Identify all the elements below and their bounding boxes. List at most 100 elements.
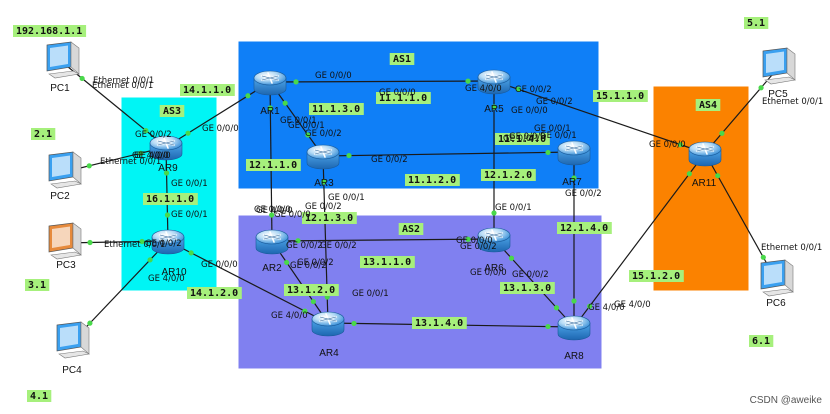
network-label-bg [302, 212, 357, 224]
port-indicator [758, 85, 764, 91]
router-label-ar9: AR9 [158, 163, 178, 174]
router-ar2[interactable] [255, 229, 289, 255]
network-label-bg [180, 84, 235, 96]
pc-pc6[interactable] [760, 259, 794, 297]
router-arrows-icon [314, 146, 332, 158]
keyboard-icon [48, 70, 80, 79]
link-pc1-ar9 [61, 61, 167, 148]
interface-label: GE 0/0/2 [145, 239, 182, 249]
area-label-as1: AS1 [393, 54, 411, 65]
router-ar8[interactable] [557, 315, 591, 341]
pc-pc4[interactable] [56, 321, 90, 359]
network-label-bg [143, 193, 198, 205]
network-label-bg [13, 25, 87, 37]
router-ar5[interactable] [477, 69, 511, 95]
interface-label: GE 0/0/0 [202, 124, 239, 134]
pc-pc5[interactable] [762, 47, 796, 85]
network-label-bg [749, 335, 774, 347]
link-ar2-ar4 [271, 240, 329, 324]
router-label-ar11: AR11 [692, 178, 717, 189]
interface-label: GE 0/0/1 [352, 289, 389, 299]
interface-label: GE 0/0/0 [379, 88, 416, 98]
tower-icon [70, 41, 80, 75]
router-ar11[interactable] [688, 141, 722, 167]
router-ar3[interactable] [306, 144, 340, 170]
link-pc3-ar10 [63, 240, 169, 244]
network-label: 16.1.1.0 [146, 194, 194, 205]
port-indicator [147, 257, 153, 263]
interface-label: GE 0/0/2 [515, 85, 552, 95]
pc-pc1[interactable] [46, 41, 80, 79]
router-arrows-icon [319, 313, 337, 325]
network-label-bg [31, 128, 56, 140]
interface-label: GE 0/0/2 [135, 130, 172, 140]
router-ar4[interactable] [311, 311, 345, 337]
network-label-bg [629, 270, 684, 282]
network-label: 12.1.1.0 [249, 160, 297, 171]
router-arrows-icon [263, 231, 281, 243]
port-indicator [79, 75, 85, 82]
port-indicator [185, 130, 191, 136]
network-label: 14.1.1.0 [183, 85, 231, 96]
area-label-bg [695, 99, 721, 111]
network-label: 11.1.4.0 [498, 134, 546, 145]
network-label-bg [187, 287, 242, 299]
port-indicator [508, 255, 515, 261]
interface-label: GE 4/0/0 [588, 303, 625, 313]
router-label-ar7: AR7 [562, 177, 582, 188]
port-indicator [87, 239, 93, 246]
router-ar6[interactable] [477, 227, 511, 253]
link-ar3-ar7 [322, 151, 575, 157]
router-ar9[interactable] [149, 135, 183, 161]
port-indicator [284, 259, 290, 266]
interface-label: GE 0/0/2 [371, 155, 408, 165]
interface-label: Ethernet 0/0/1 [104, 240, 165, 250]
port-indicator [571, 175, 577, 181]
port-indicator [545, 149, 551, 156]
link-ar1-ar9 [165, 81, 271, 148]
port-indicator [587, 303, 593, 309]
router-arrows-icon [485, 71, 503, 83]
network-label: 11.1.3.0 [312, 104, 360, 115]
area-label-as2: AS2 [402, 224, 420, 235]
pc-label-pc6: PC6 [766, 298, 786, 309]
interface-label: GE 4/0/0 [132, 151, 169, 161]
router-label-ar3: AR3 [314, 178, 334, 189]
router-ar10[interactable] [151, 229, 185, 255]
area-label-bg [389, 53, 415, 65]
port-indicator [143, 127, 149, 134]
interface-label: GE 0/0/1 [495, 203, 532, 213]
router-arrows-icon [159, 231, 177, 243]
interface-label: GE 4/0/0 [465, 84, 502, 94]
port-indicator [553, 305, 560, 311]
interface-label: Ethernet 0/0/1 [92, 81, 153, 91]
network-label: 12.1.3.0 [305, 213, 353, 224]
interface-label: GE 0/0/2 [320, 241, 357, 251]
interface-label: GE 4/0/0 [256, 206, 293, 216]
port-indicator [351, 320, 357, 327]
network-label: 2.1 [34, 129, 52, 140]
router-label-ar4: AR4 [319, 348, 339, 359]
network-label-bg [481, 169, 536, 181]
port-indicator [295, 238, 301, 244]
router-ar1[interactable] [253, 70, 287, 96]
pc-label-pc5: PC5 [768, 89, 788, 100]
network-label-bg [405, 174, 460, 186]
pc-pc2[interactable] [48, 151, 82, 189]
interface-label: Ethernet 0/0/1 [762, 97, 823, 107]
interface-label: GE 4/0/0 [271, 311, 308, 321]
network-label-bg [246, 159, 301, 171]
interface-label: GE 0/0/1 [288, 121, 325, 131]
router-label-ar2: AR2 [262, 263, 282, 274]
keyboard-icon [764, 76, 796, 85]
link-ar1-ar3 [269, 81, 324, 157]
interface-label: GE 0/0/2 [297, 258, 334, 268]
interface-label: GE 0/0/0 [254, 205, 291, 215]
network-label-bg [557, 222, 612, 234]
pc-pc3[interactable] [48, 222, 82, 260]
router-ar7[interactable] [557, 140, 591, 166]
interface-label: GE 0/0/0 [649, 140, 686, 150]
port-indicator [163, 170, 170, 176]
port-indicator [321, 179, 327, 185]
interface-label: GE 4/0/0 [134, 151, 171, 161]
